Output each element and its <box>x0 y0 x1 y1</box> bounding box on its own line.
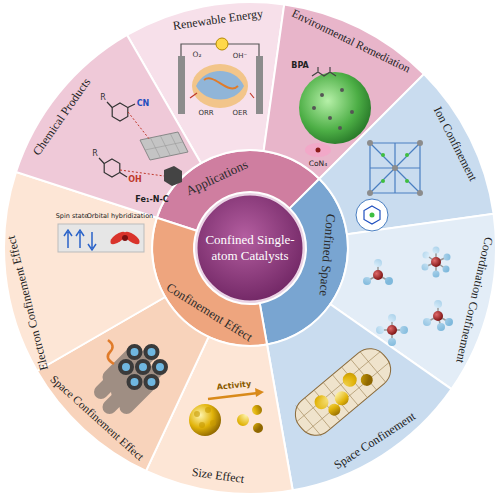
hub-shape <box>196 194 304 302</box>
annotation-label: Fe₁-N-C <box>135 196 168 204</box>
annotation-label: BPA <box>291 62 308 70</box>
node-outline <box>267 304 452 491</box>
annotation-label: ORR <box>198 110 213 117</box>
annotation-label: O₂ <box>193 51 202 59</box>
annotation-label: OER <box>233 110 248 117</box>
sector-shape <box>16 35 201 218</box>
sector-shape <box>267 304 451 490</box>
node-outline <box>16 34 201 218</box>
hub-title: Confined Single-atom Catalysts <box>205 232 295 263</box>
topic-sector: Ion Confinement <box>319 74 494 235</box>
annotation-label: CN <box>137 100 150 108</box>
sector-shape <box>319 74 493 234</box>
annotation-label: R <box>100 94 106 102</box>
topic-sector: Chemical Products <box>16 34 201 218</box>
topic-sector: Space Confinement <box>267 304 452 491</box>
annotation-label: Orbital hybridization <box>87 213 153 220</box>
annotation-label: R <box>92 150 98 158</box>
annotation-label: OH <box>128 176 142 184</box>
annotation-label: OH⁻ <box>233 53 247 60</box>
annotation-label: Spin state <box>56 213 89 220</box>
annotation-label: CoN₄ <box>309 160 327 168</box>
